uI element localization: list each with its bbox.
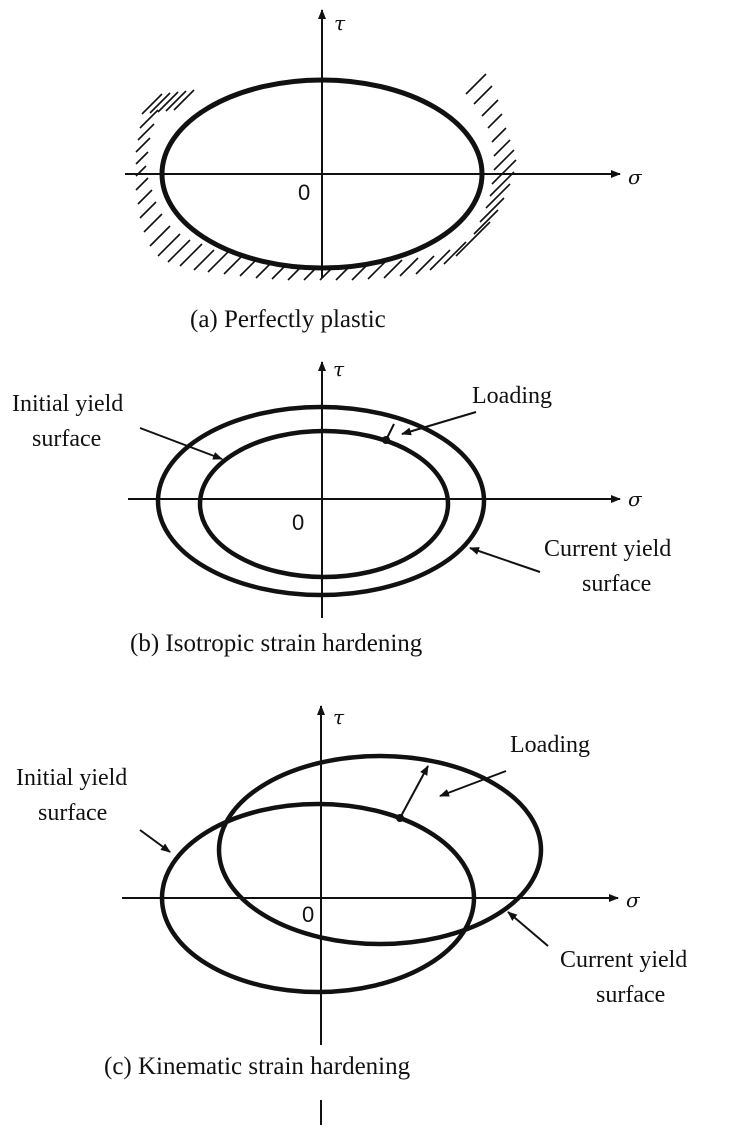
initial-label-line2: surface [32,426,101,452]
current-label-line1: Current yield [544,536,671,562]
initial-yield-surface [159,801,477,995]
initial-pointer [139,427,223,460]
sigma-label: σ [626,888,641,912]
tau-label: τ [334,11,346,35]
sigma-label: σ [628,487,643,511]
tau-label: τ [333,357,345,381]
initial-pointer [139,829,171,853]
panel-c-caption: (c) Kinematic strain hardening [104,1053,411,1080]
loading-pointer [401,411,477,436]
current-yield-surface [155,404,487,598]
panel-b-caption: (b) Isotropic strain hardening [130,630,423,657]
initial-label-line1: Initial yield [12,391,123,417]
panel-c: τ σ 0 Initial yield surface Loading Curr… [16,705,687,1125]
current-label-line1: Current yield [560,947,687,973]
initial-yield-surface [197,428,451,580]
yield-surface [159,77,485,271]
loading-vector [399,765,429,819]
loading-vector [385,423,395,441]
origin-label: 0 [302,902,314,927]
current-pointer [507,911,549,947]
initial-label-line1: Initial yield [16,765,127,791]
panel-b: τ σ 0 Initial yield surface Loading Curr… [12,357,671,657]
panel-a-caption: (a) Perfectly plastic [190,306,386,333]
loading-label: Loading [472,383,552,409]
loading-label: Loading [510,732,590,758]
origin-label: 0 [298,180,310,205]
origin-label: 0 [292,510,304,535]
current-yield-surface [216,753,544,947]
initial-label-line2: surface [38,800,107,826]
current-label-line2: surface [582,571,651,597]
panel-a: τ σ 0 (a) Perfectly plastic [125,9,643,333]
current-label-line2: surface [596,982,665,1008]
loading-pointer [439,770,507,797]
tau-label: τ [333,705,345,729]
hatch-pattern [135,73,517,281]
sigma-label: σ [628,165,643,189]
current-pointer [469,547,541,573]
